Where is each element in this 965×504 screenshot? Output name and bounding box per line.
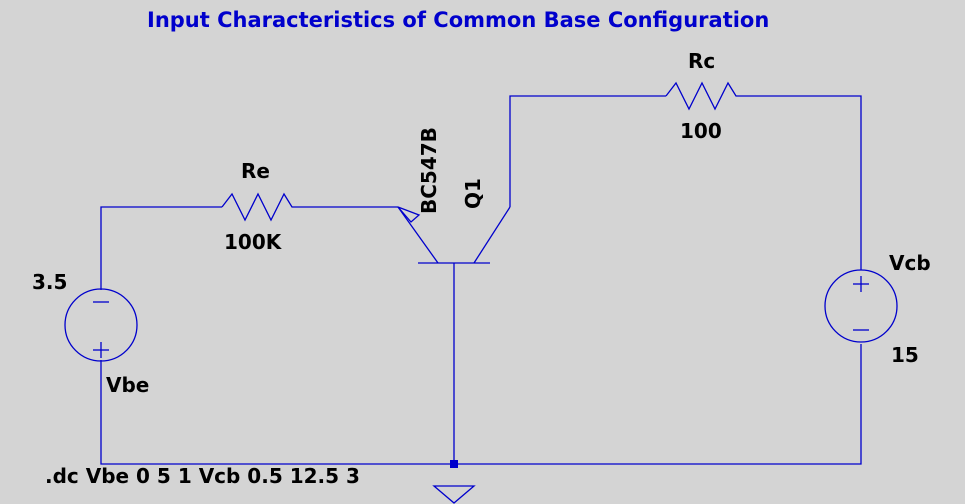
wire-rc-to-vcb [742, 95, 862, 270]
source-vcb-name: Vcb [889, 251, 931, 275]
wire-vcb-to-ground [454, 344, 862, 465]
dc-sweep-directive: .dc Vbe 0 5 1 Vcb 0.5 12.5 3 [45, 464, 360, 488]
wire-collector-to-rc [509, 95, 666, 207]
voltage-source-icon [824, 269, 898, 343]
voltage-source-icon [64, 288, 138, 362]
resistor-icon [221, 192, 298, 222]
transistor-name: Q1 [461, 178, 485, 209]
pnp-transistor-icon [397, 206, 511, 264]
ground-icon [432, 485, 476, 504]
wire-ground-to-vbe [100, 360, 454, 465]
source-vcb-value: 15 [891, 343, 919, 367]
resistor-rc-name: Rc [688, 49, 716, 73]
resistor-rc-value: 100 [680, 119, 722, 143]
source-vbe-name: Vbe [106, 373, 150, 397]
resistor-re-name: Re [241, 159, 270, 183]
resistor-re-value: 100K [224, 230, 282, 254]
junction-dot-icon [450, 460, 458, 468]
schematic-title: Input Characteristics of Common Base Con… [147, 8, 770, 32]
transistor-model: BC547B [417, 127, 441, 214]
resistor-icon [665, 81, 742, 111]
source-vbe-value: 3.5 [32, 270, 68, 294]
wire-vbe-to-re [100, 206, 222, 290]
